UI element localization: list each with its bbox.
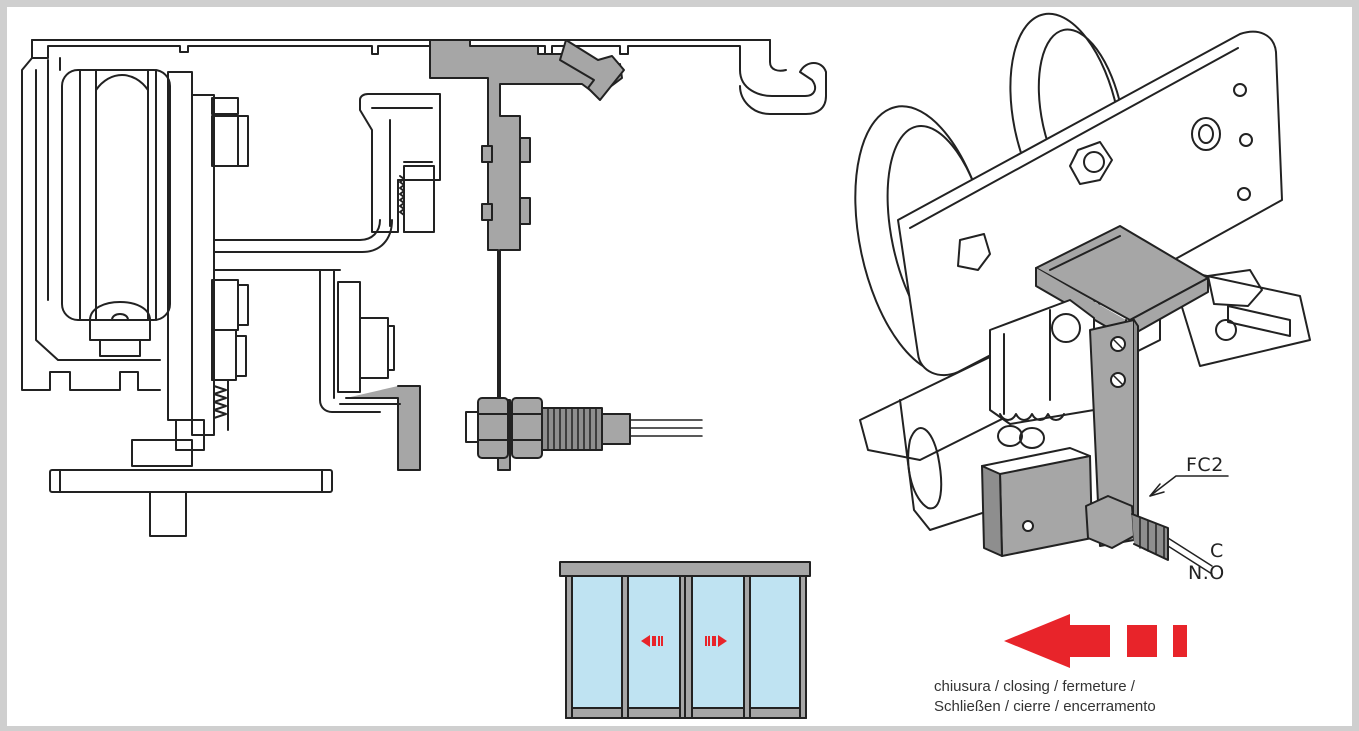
contact-no-label: N.O xyxy=(1188,562,1225,584)
carriage-isometric-drawing xyxy=(854,12,1311,575)
sliding-door-icon xyxy=(559,561,811,719)
fc2-label: FC2 xyxy=(1186,454,1224,476)
door-arrows xyxy=(641,635,727,647)
caption-line-2: Schließen / cierre / encerramento xyxy=(934,698,1156,715)
caption-line-1: chiusura / closing / fermeture / xyxy=(934,678,1135,695)
track-section-drawing xyxy=(21,39,827,537)
contact-c-label: C xyxy=(1210,540,1224,562)
closing-direction-arrow xyxy=(1004,614,1187,668)
hanger-plate-section xyxy=(429,39,703,471)
